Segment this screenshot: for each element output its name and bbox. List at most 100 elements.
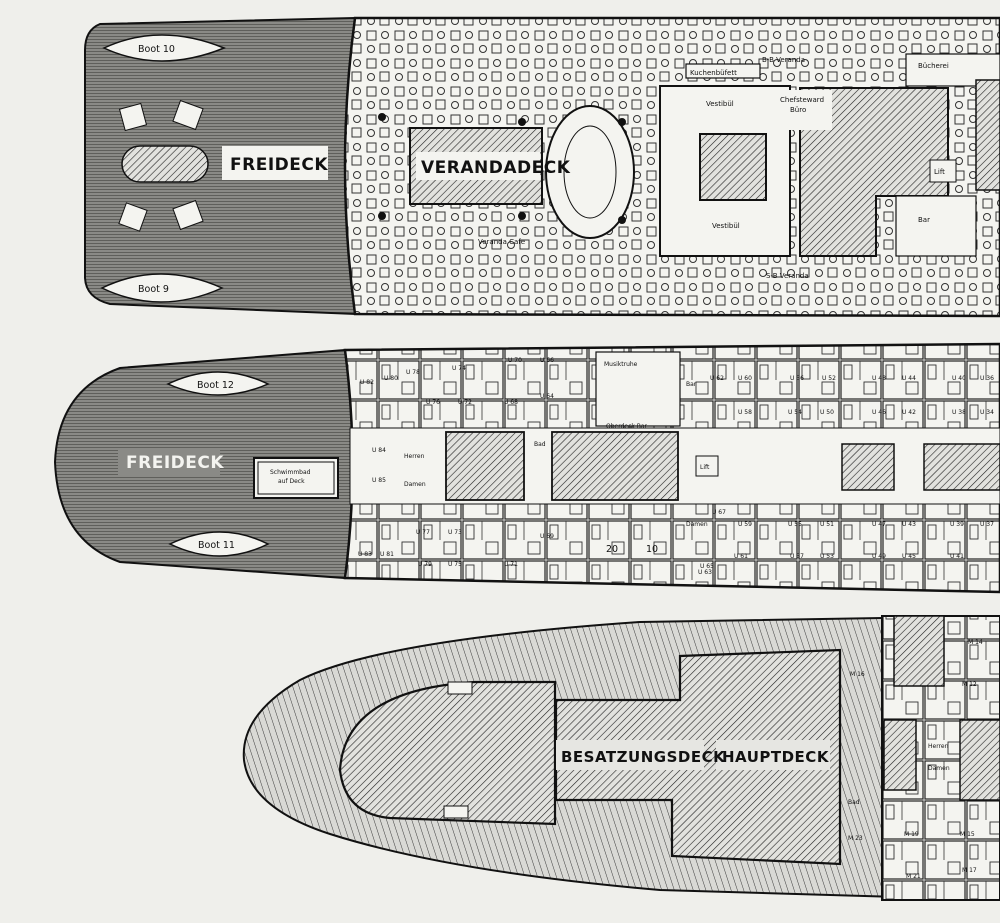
vestibuel-stair <box>699 133 767 201</box>
cabin-label: U 75 <box>448 561 462 568</box>
besatzungsdeck-label: BESATZUNGSDECK <box>561 748 726 766</box>
cabin-label: U 57 <box>790 553 804 560</box>
column <box>518 212 526 220</box>
cabin-label: U 52 <box>822 375 836 382</box>
area-number-20: 20 <box>606 544 618 555</box>
cabin-label: U 46 <box>872 409 886 416</box>
cabin-label: U 41 <box>950 553 964 560</box>
cabin-label: U 73 <box>448 529 462 536</box>
boot-10-label: Boot 10 <box>138 44 175 55</box>
vestibuel-bottom-label: Vestibül <box>712 222 740 230</box>
cabin-label: U 69 <box>540 533 554 540</box>
column <box>618 216 626 224</box>
veranda-cafe-label: Veranda Cafe <box>478 238 525 246</box>
schwimmbad-label-1: Schwimmbad <box>270 469 311 476</box>
upper-bar-label: Bar <box>918 216 930 224</box>
cabin-label: U 82 <box>360 379 374 386</box>
area-number-10: 10 <box>646 544 658 555</box>
cabin-label: U 50 <box>820 409 834 416</box>
cabin-label: U 64 <box>540 393 554 400</box>
cabin-label: U 80 <box>384 375 398 382</box>
cabin-label: U 74 <box>452 365 466 372</box>
schwimmbad-pool-inner <box>257 461 335 495</box>
cabin-label: M 17 <box>962 867 977 874</box>
middle-hatched-block <box>445 431 525 501</box>
middle-freideck-label: FREIDECK <box>126 453 224 473</box>
lower-hatched-shaft <box>959 719 1000 801</box>
cabin-label: M 19 <box>904 831 919 838</box>
middle-hatched-block <box>841 443 895 491</box>
deck-table <box>118 202 148 232</box>
chefsteward-office <box>774 90 832 130</box>
lower-hatched-shaft <box>893 615 945 687</box>
cabin-label: U 48 <box>872 375 886 382</box>
schwimmbad-label-2: auf Deck <box>278 478 305 485</box>
cabin-label: U 51 <box>820 521 834 528</box>
verandadeck-label: VERANDADECK <box>421 158 571 178</box>
cabin-label: U 85 <box>372 477 386 484</box>
cabin-label: U 43 <box>902 521 916 528</box>
bar-room <box>895 195 977 257</box>
buecherei-label: Bücherei <box>918 62 949 70</box>
cabin-label: U 68 <box>504 399 518 406</box>
cabin-label: U 45 <box>902 553 916 560</box>
cabin-label: U 37 <box>980 521 994 528</box>
right-hatched-shaft <box>975 79 1000 191</box>
central-core <box>799 87 949 257</box>
cabin-labels-bottom: U 85 U 84 U 83 U 81 U 79 U 77 U 75 U 73 … <box>358 447 994 576</box>
oberdeck-bar-room <box>595 351 681 427</box>
middle-hatched-block <box>551 431 679 501</box>
cabin-label: U 79 <box>418 561 432 568</box>
verandadeck-label-box <box>416 152 540 180</box>
lift-box <box>929 159 957 183</box>
boat-11 <box>168 531 270 557</box>
besatzungsdeck-label-box <box>556 740 704 770</box>
cabin-label: U 70 <box>508 357 522 364</box>
cabin-label: U 56 <box>790 375 804 382</box>
sb-veranda-label: S-B Veranda <box>766 272 809 280</box>
cabin-label: U 61 <box>734 553 748 560</box>
cabin-label: U 42 <box>902 409 916 416</box>
cabin-label: U 72 <box>458 399 472 406</box>
cabin-labels-top: U 82 U 80 U 78 U 76 U 74 U 72 U 70 U 68 … <box>360 357 994 416</box>
middle-herren-label: Herren <box>404 453 425 460</box>
cabin-label: M 14 <box>968 639 983 646</box>
musiktruhe-label: Musiktruhe <box>604 361 638 368</box>
cabin-label: U 40 <box>952 375 966 382</box>
middle-damen-label: Damen <box>404 481 426 488</box>
buero-label: Büro <box>790 106 806 114</box>
boat-12 <box>166 371 270 396</box>
cabin-label: U 49 <box>872 553 886 560</box>
cabin-label: M 12 <box>962 681 977 688</box>
cabin-label: U 53 <box>820 553 834 560</box>
cabin-label: U 65 <box>700 563 714 570</box>
cabin-label: U 34 <box>980 409 994 416</box>
lower-stair <box>443 805 469 819</box>
lift-box <box>695 455 719 477</box>
upper-deck: FREIDECK VERANDADECK Boot 10 Boot 9 Vera… <box>84 16 1000 318</box>
chefsteward-label: Chefsteward <box>780 96 824 104</box>
boat-9 <box>100 273 224 303</box>
kuchenbuefett-label: Kuchenbüfett <box>690 69 737 77</box>
cabin-label: M 16 <box>850 671 865 678</box>
cabin-label: U 44 <box>902 375 916 382</box>
kuchenbuefett-box <box>685 63 761 79</box>
upper-freideck-label: FREIDECK <box>230 155 328 175</box>
schwimmbad-pool <box>253 457 339 499</box>
lower-stair <box>447 681 473 695</box>
cabin-label: U 38 <box>952 409 966 416</box>
vestibuel-top-label: Vestibül <box>706 100 734 108</box>
boot-12-label: Boot 12 <box>197 380 234 391</box>
boat-10 <box>102 34 226 62</box>
middle-hatched-block <box>923 443 1000 491</box>
cabin-label: U 77 <box>416 529 430 536</box>
cabin-label: M 23 <box>848 835 863 842</box>
cabin-label: U 55 <box>788 521 802 528</box>
lower-herren-label: Herren <box>928 743 949 750</box>
cabin-label: U 71 <box>504 561 518 568</box>
hauptdeck-label: HAUPTDECK <box>722 748 830 766</box>
cabin-label: U 66 <box>540 357 554 364</box>
cabin-label: U 47 <box>872 521 886 528</box>
freideck-label-box <box>222 146 328 180</box>
